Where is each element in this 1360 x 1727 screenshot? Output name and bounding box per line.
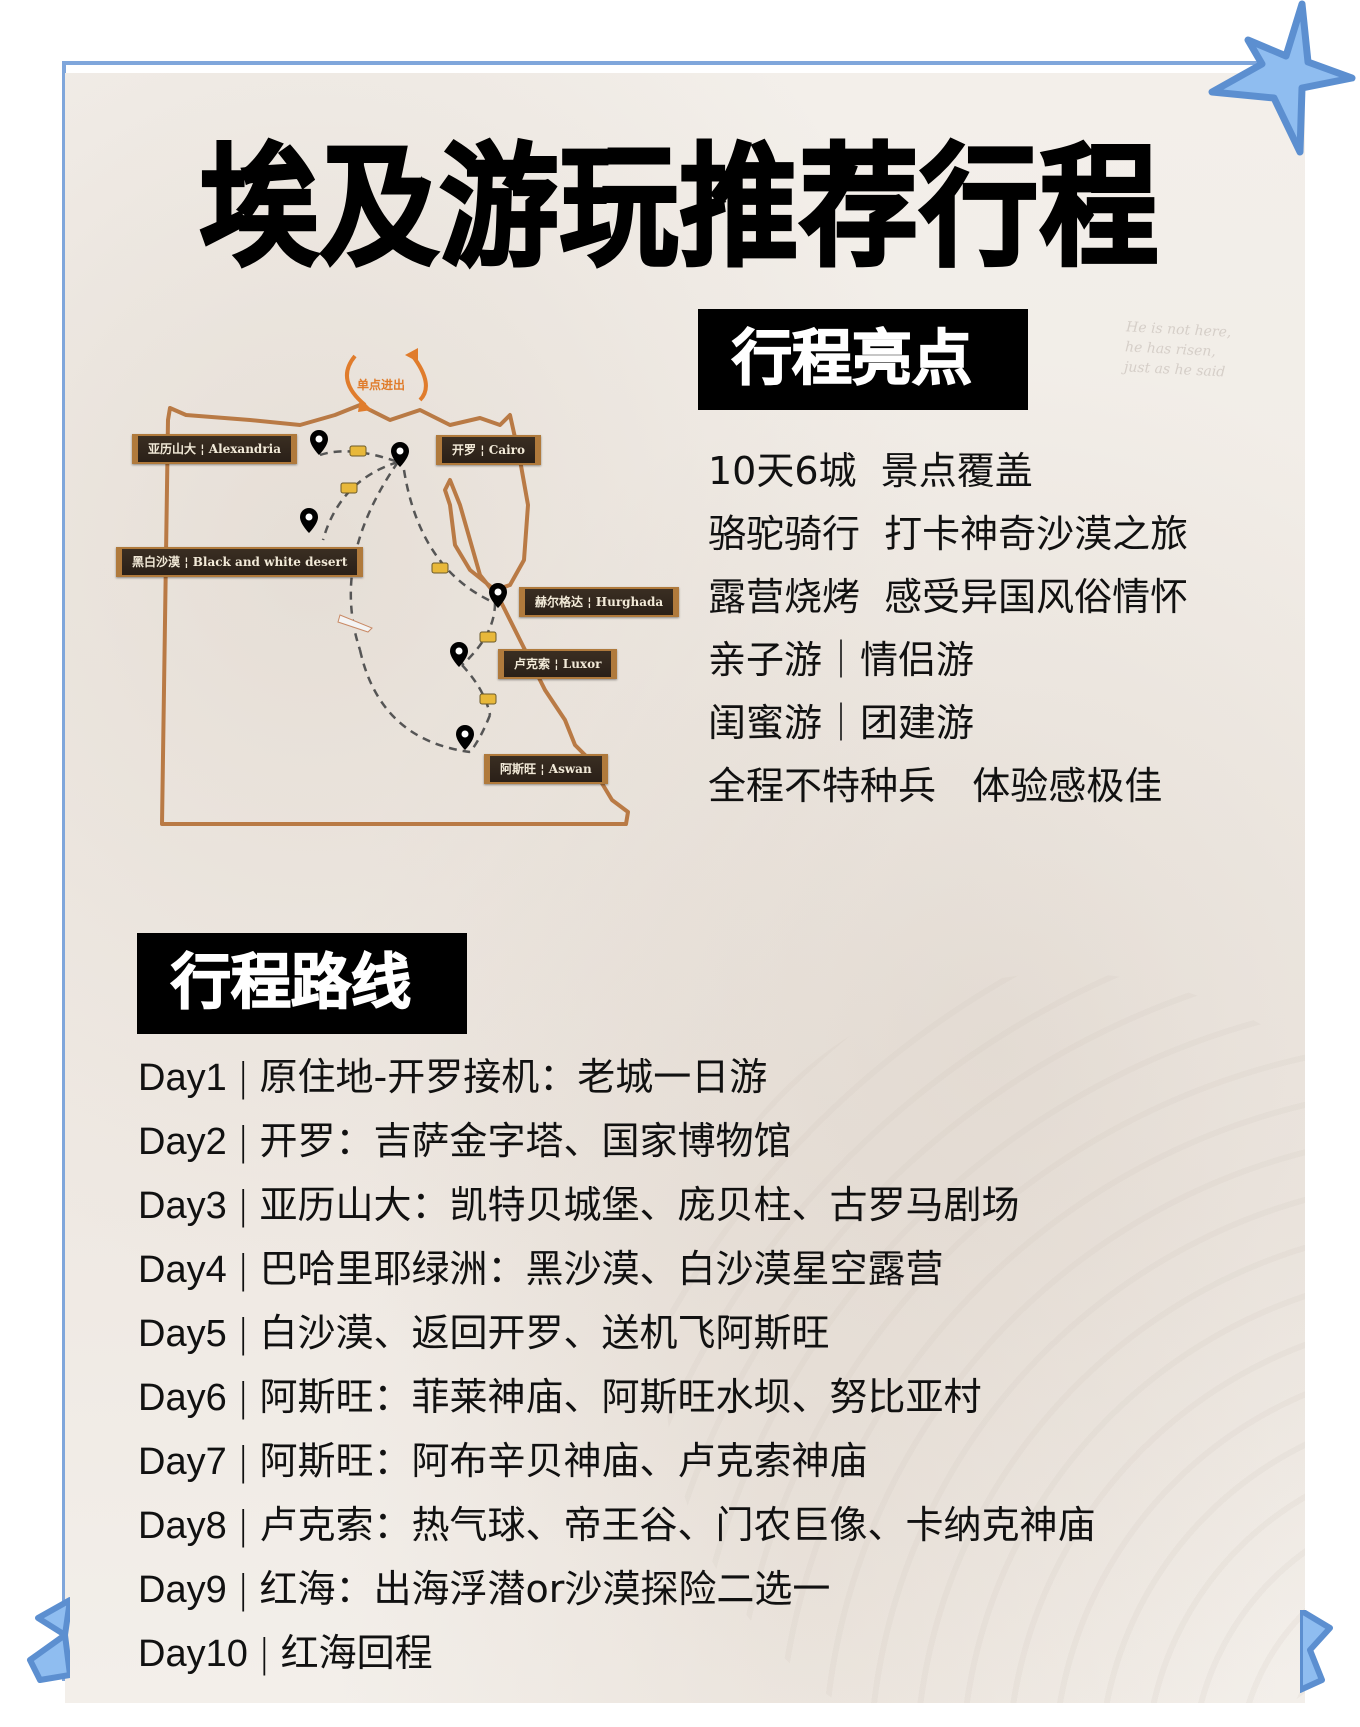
day-label: Day7 bbox=[138, 1441, 227, 1483]
separator: | bbox=[236, 1183, 250, 1227]
day-text: 白沙漠、返回开罗、送机飞阿斯旺 bbox=[259, 1311, 830, 1355]
background-ghost-text: He is not here, he has risen, just as he… bbox=[1124, 317, 1232, 382]
highlight-item: 全程不特种兵 体验感极佳 bbox=[708, 764, 1163, 808]
frame-top-line bbox=[62, 61, 1302, 65]
city-name-en: Black and white desert bbox=[192, 555, 348, 569]
day-text: 原住地-开罗接机：老城一日游 bbox=[259, 1055, 768, 1099]
map-label-black-white-desert: 黑白沙漠 ¦ Black and white desert bbox=[116, 547, 364, 577]
day-text: 卢克索：热气球、帝王谷、门农巨像、卡纳克神庙 bbox=[259, 1503, 1096, 1547]
label-separator: ¦ bbox=[554, 657, 559, 671]
separator: | bbox=[236, 1375, 250, 1419]
route-day-item: Day10|红海回程 bbox=[138, 1622, 1096, 1686]
label-separator: ¦ bbox=[480, 443, 485, 457]
highlight-item: 骆驼骑行 打卡神奇沙漠之旅 bbox=[708, 512, 1189, 556]
separator: | bbox=[257, 1631, 271, 1675]
route-day-item: Day2|开罗：吉萨金字塔、国家博物馆 bbox=[138, 1110, 1096, 1174]
separator: | bbox=[236, 1311, 250, 1355]
city-name-en: Luxor bbox=[562, 657, 602, 671]
city-name-zh: 卢克索 bbox=[514, 657, 551, 671]
highlights-list: 10天6城 景点覆盖 骆驼骑行 打卡神奇沙漠之旅 露营烧烤 感受异国风俗情怀 亲… bbox=[708, 440, 1188, 818]
highlight-item: 亲子游｜情侣游 bbox=[708, 638, 975, 682]
map-label-alexandria: 亚历山大 ¦ Alexandria bbox=[132, 434, 297, 464]
city-name-zh: 赫尔格达 bbox=[535, 595, 584, 609]
day-label: Day1 bbox=[138, 1057, 227, 1099]
map-label-hurghada: 赫尔格达 ¦ Hurghada bbox=[519, 587, 680, 617]
label-separator: ¦ bbox=[587, 595, 592, 609]
star-icon-bottom-left bbox=[27, 1597, 70, 1683]
day-label: Day10 bbox=[138, 1633, 248, 1675]
day-label: Day5 bbox=[138, 1313, 227, 1355]
day-label: Day9 bbox=[138, 1569, 227, 1611]
map-label-aswan: 阿斯旺 ¦ Aswan bbox=[484, 754, 608, 784]
star-icon-top-right bbox=[1208, 0, 1356, 156]
separator: | bbox=[236, 1439, 250, 1483]
map-label-luxor: 卢克索 ¦ Luxor bbox=[498, 649, 618, 679]
route-day-item: Day7|阿斯旺：阿布辛贝神庙、卢克索神庙 bbox=[138, 1430, 1096, 1494]
label-separator: ¦ bbox=[540, 762, 545, 776]
day-text: 红海回程 bbox=[280, 1631, 433, 1675]
day-text: 亚历山大：凯特贝城堡、庞贝柱、古罗马剧场 bbox=[259, 1183, 1020, 1227]
day-label: Day3 bbox=[138, 1185, 227, 1227]
highlight-item: 露营烧烤 感受异国风俗情怀 bbox=[708, 575, 1189, 619]
route-day-item: Day8|卢克索：热气球、帝王谷、门农巨像、卡纳克神庙 bbox=[138, 1494, 1096, 1558]
highlight-item: 闺蜜游｜团建游 bbox=[708, 701, 975, 745]
map-label-cairo: 开罗 ¦ Cairo bbox=[436, 435, 541, 465]
separator: | bbox=[236, 1503, 250, 1547]
frame-left-line bbox=[62, 61, 66, 1681]
route-day-item: Day6|阿斯旺：菲莱神庙、阿斯旺水坝、努比亚村 bbox=[138, 1366, 1096, 1430]
city-name-en: Hurghada bbox=[595, 595, 664, 609]
label-separator: ¦ bbox=[200, 442, 205, 456]
route-day-item: Day3|亚历山大：凯特贝城堡、庞贝柱、古罗马剧场 bbox=[138, 1174, 1096, 1238]
separator: | bbox=[236, 1055, 250, 1099]
day-text: 阿斯旺：阿布辛贝神庙、卢克索神庙 bbox=[259, 1439, 868, 1483]
day-label: Day4 bbox=[138, 1249, 227, 1291]
separator: | bbox=[236, 1567, 250, 1611]
day-text: 红海：出海浮潜or沙漠探险二选一 bbox=[259, 1567, 831, 1611]
route-day-item: Day9|红海：出海浮潜or沙漠探险二选一 bbox=[138, 1558, 1096, 1622]
city-name-en: Cairo bbox=[488, 443, 525, 457]
day-text: 巴哈里耶绿洲：黑沙漠、白沙漠星空露营 bbox=[259, 1247, 944, 1291]
day-label: Day6 bbox=[138, 1377, 227, 1419]
label-separator: ¦ bbox=[184, 555, 189, 569]
day-text: 阿斯旺：菲莱神庙、阿斯旺水坝、努比亚村 bbox=[259, 1375, 982, 1419]
day-label: Day2 bbox=[138, 1121, 227, 1163]
route-day-item: Day4|巴哈里耶绿洲：黑沙漠、白沙漠星空露营 bbox=[138, 1238, 1096, 1302]
city-name-en: Aswan bbox=[548, 762, 592, 776]
day-text: 开罗：吉萨金字塔、国家博物馆 bbox=[259, 1119, 792, 1163]
city-name-zh: 黑白沙漠 bbox=[132, 555, 181, 569]
separator: | bbox=[236, 1119, 250, 1163]
highlight-item: 10天6城 景点覆盖 bbox=[708, 449, 1033, 493]
city-name-en: Alexandria bbox=[208, 442, 281, 456]
route-heading: 行程路线 bbox=[137, 933, 467, 1034]
city-name-zh: 开罗 bbox=[452, 443, 477, 457]
route-list: Day1|原住地-开罗接机：老城一日游 Day2|开罗：吉萨金字塔、国家博物馆 … bbox=[138, 1046, 1096, 1686]
city-name-zh: 阿斯旺 bbox=[500, 762, 537, 776]
day-label: Day8 bbox=[138, 1505, 227, 1547]
star-icon-bottom-right bbox=[1300, 1610, 1333, 1693]
city-name-zh: 亚历山大 bbox=[148, 442, 197, 456]
route-day-item: Day1|原住地-开罗接机：老城一日游 bbox=[138, 1046, 1096, 1110]
content-panel bbox=[65, 73, 1305, 1703]
page-title: 埃及游玩推荐行程 bbox=[198, 128, 1160, 286]
route-day-item: Day5|白沙漠、返回开罗、送机飞阿斯旺 bbox=[138, 1302, 1096, 1366]
highlights-heading: 行程亮点 bbox=[698, 309, 1028, 410]
separator: | bbox=[236, 1247, 250, 1291]
